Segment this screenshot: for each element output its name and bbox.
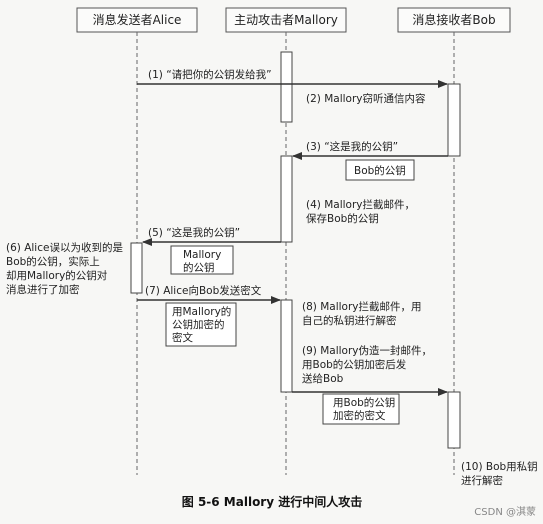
step-note-6-line: 消息进行了加密 bbox=[6, 283, 80, 296]
step-note-10: (10) Bob用私钥进行解密 bbox=[461, 460, 538, 487]
step-note-9-line: 送给Bob bbox=[302, 372, 344, 385]
step-note-10-line: 进行解密 bbox=[461, 474, 503, 487]
activation-mallory-2 bbox=[280, 155, 293, 243]
actor-bob-label: 消息接收者Bob bbox=[412, 12, 495, 27]
message-label-3: (3) “这是我的公钥” bbox=[306, 140, 398, 153]
step-note-10-line: (10) Bob用私钥 bbox=[461, 460, 538, 473]
activation-mallory-3 bbox=[280, 299, 293, 393]
actor-mallory-label: 主动攻击者Mallory bbox=[234, 13, 338, 27]
step-note-6-line: 却用Mallory的公钥对 bbox=[6, 269, 108, 282]
watermark: CSDN @淇蒙 bbox=[474, 505, 536, 518]
payload-mallory-cipher-box bbox=[165, 302, 237, 347]
payload-mallory-cipher-line: 密文 bbox=[172, 331, 193, 344]
message-label-1: (1) “请把你的公钥发给我” bbox=[148, 68, 272, 81]
payload-mallory-cipher-line: 用Mallory的 bbox=[172, 305, 231, 318]
step-note-4-line: (4) Mallory拦截邮件， bbox=[306, 198, 415, 211]
step-note-2-line: (2) Mallory窃听通信内容 bbox=[306, 92, 426, 105]
activation-alice-1 bbox=[130, 242, 143, 294]
step-note-6-line: Bob的公钥，实际上 bbox=[6, 255, 100, 268]
payload-bob-cipher-box bbox=[322, 393, 400, 425]
step-note-8: (8) Mallory拦截邮件，用自己的私钥进行解密 bbox=[302, 300, 422, 327]
payload-bob-cipher-line: 用Bob的公钥 bbox=[333, 396, 395, 409]
activation-bob-1 bbox=[447, 83, 461, 157]
step-note-6-line: (6) Alice误以为收到的是 bbox=[6, 241, 123, 254]
payload-mallory-key-line: Mallory bbox=[183, 249, 221, 261]
payload-bob-key: Bob的公钥 bbox=[354, 164, 406, 177]
actor-alice: 消息发送者Alice bbox=[76, 7, 198, 33]
actor-bob: 消息接收者Bob bbox=[397, 7, 511, 33]
step-note-8-line: (8) Mallory拦截邮件，用 bbox=[302, 300, 422, 313]
step-note-9: (9) Mallory伪造一封邮件，用Bob的公钥加密后发送给Bob bbox=[302, 344, 432, 385]
payload-bob-key-box bbox=[345, 159, 415, 181]
payload-bob-key-line: Bob的公钥 bbox=[354, 164, 406, 177]
step-note-2: (2) Mallory窃听通信内容 bbox=[306, 92, 426, 105]
step-note-9-line: 用Bob的公钥加密后发 bbox=[302, 358, 407, 371]
activation-mallory-1 bbox=[280, 51, 293, 123]
actor-alice-label: 消息发送者Alice bbox=[93, 12, 182, 27]
payload-mallory-cipher: 用Mallory的公钥加密的密文 bbox=[172, 305, 231, 344]
payload-mallory-key-box bbox=[170, 245, 234, 275]
step-note-8-line: 自己的私钥进行解密 bbox=[302, 314, 397, 327]
payload-bob-cipher-line: 加密的密文 bbox=[333, 409, 386, 422]
activation-bob-2 bbox=[447, 391, 461, 449]
figure-caption: 图 5-6 Mallory 进行中间人攻击 bbox=[182, 494, 362, 509]
step-note-9-line: (9) Mallory伪造一封邮件， bbox=[302, 344, 432, 357]
payload-mallory-cipher-line: 公钥加密的 bbox=[172, 318, 225, 331]
step-note-4: (4) Mallory拦截邮件，保存Bob的公钥 bbox=[306, 198, 415, 225]
message-label-5: (5) “这是我的公钥” bbox=[148, 226, 240, 239]
payload-bob-cipher: 用Bob的公钥加密的密文 bbox=[333, 396, 395, 422]
payload-mallory-key-line: 的公钥 bbox=[183, 261, 215, 274]
actor-mallory: 主动攻击者Mallory bbox=[225, 7, 347, 33]
message-label-7: (7) Alice向Bob发送密文 bbox=[145, 284, 262, 297]
step-note-4-line: 保存Bob的公钥 bbox=[306, 212, 379, 225]
